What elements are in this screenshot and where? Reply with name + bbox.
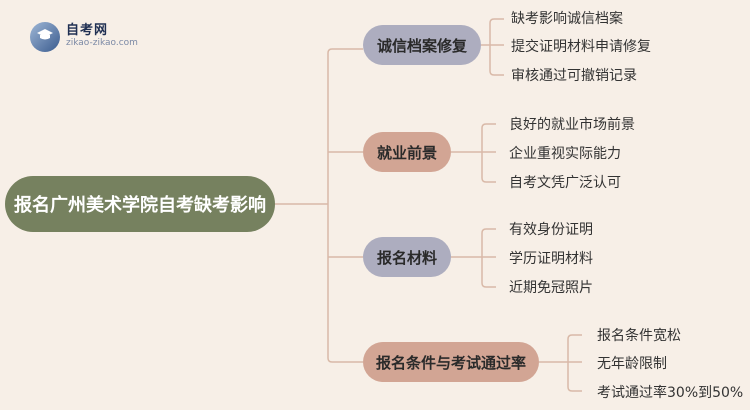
leaf-item: 自考文凭广泛认可 [509, 175, 621, 191]
leaf-item: 近期免冠照片 [509, 280, 593, 296]
branch-conditions-pass-rate: 报名条件与考试通过率 [363, 342, 539, 382]
leaf-item: 学历证明材料 [509, 251, 593, 267]
leaf-item: 企业重视实际能力 [509, 146, 621, 162]
root-node: 报名广州美术学院自考缺考影响 [5, 176, 275, 232]
leaf-item: 报名条件宽松 [597, 328, 681, 344]
branch-registration-materials: 报名材料 [363, 237, 451, 277]
branch-employment-prospects: 就业前景 [363, 132, 451, 172]
leaf-item: 有效身份证明 [509, 222, 593, 238]
leaf-item: 无年龄限制 [597, 356, 667, 372]
graduation-cap-icon [37, 29, 53, 40]
leaf-item: 提交证明材料申请修复 [511, 39, 651, 55]
logo-title: 自考网 [66, 23, 109, 38]
leaf-item: 良好的就业市场前景 [509, 117, 635, 133]
logo-subtitle: zikao-zikao.com [66, 38, 138, 48]
site-logo[interactable]: 自考网 zikao-zikao.com [30, 18, 180, 52]
leaf-item: 考试通过率30%到50% [597, 385, 744, 401]
branch-credit-record-repair: 诚信档案修复 [363, 25, 481, 65]
leaf-item: 审核通过可撤销记录 [511, 68, 637, 84]
leaf-item: 缺考影响诚信档案 [511, 11, 623, 27]
